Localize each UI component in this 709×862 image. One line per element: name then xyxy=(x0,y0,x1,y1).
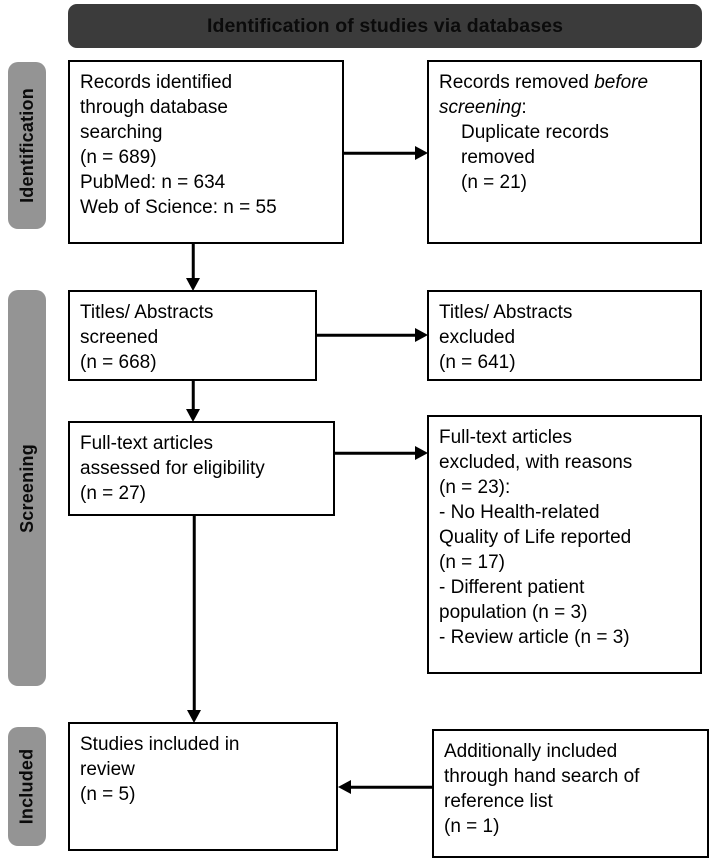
box-line: (n = 5) xyxy=(80,784,136,805)
stage-label-identification: Identification xyxy=(8,62,46,229)
box-line: Full-text articles xyxy=(439,427,573,448)
box-line: searching xyxy=(80,122,163,143)
box-line: Duplicate records xyxy=(461,122,609,143)
box-line: Web of Science: n = 55 xyxy=(80,197,277,218)
box-line: through database xyxy=(80,97,228,118)
arrow-head-icon xyxy=(415,328,428,342)
box-line: Studies included in xyxy=(80,734,240,755)
box-line: (n = 641) xyxy=(439,352,516,373)
box-line: (n = 17) xyxy=(439,552,506,573)
stage-label-identification-text: Identification xyxy=(16,88,37,203)
box-line: Records identified xyxy=(80,72,233,93)
box-records-removed-before-screening: Records removed before screening: Duplic… xyxy=(427,60,702,244)
arrow-head-icon xyxy=(187,710,201,723)
box-line: - Review article (n = 3) xyxy=(439,627,630,648)
arrow-right-screened-to-excluded xyxy=(317,322,428,348)
box-line: through hand search of xyxy=(444,766,640,787)
arrow-shaft xyxy=(191,381,195,413)
arrow-right-identified-to-removed xyxy=(344,140,428,166)
box-line: Quality of Life reported xyxy=(439,527,632,548)
box-line: (n = 27) xyxy=(80,483,147,504)
arrow-head-icon xyxy=(186,278,200,291)
box-line-emphasis: screening xyxy=(439,97,522,118)
arrow-head-icon xyxy=(415,146,428,160)
box-line-text: : xyxy=(521,97,527,118)
arrow-head-icon xyxy=(338,780,351,794)
box-line: - No Health-related xyxy=(439,502,600,523)
arrow-down-identified-to-screened xyxy=(182,243,204,291)
box-line-emphasis: before xyxy=(594,72,649,93)
box-line: population (n = 3) xyxy=(439,602,588,623)
box-line: (n = 689) xyxy=(80,147,157,168)
box-line: Titles/ Abstracts xyxy=(439,302,573,323)
arrow-shaft xyxy=(192,515,196,714)
arrow-shaft xyxy=(348,785,433,789)
stage-label-included-text: Included xyxy=(16,748,37,825)
box-line: (n = 23): xyxy=(439,477,511,498)
box-titles-abstracts-screened: Titles/ Abstracts screened (n = 668) xyxy=(68,290,317,381)
box-line: (n = 668) xyxy=(80,352,157,373)
box-line-text: Records removed xyxy=(439,72,595,93)
box-line: Additionally included xyxy=(444,741,618,762)
box-records-identified: Records identified through database sear… xyxy=(68,60,344,244)
box-line: assessed for eligibility xyxy=(80,458,265,479)
box-line: review xyxy=(80,759,135,780)
stage-label-screening-text: Screening xyxy=(16,443,37,533)
arrow-left-handsearch-to-included xyxy=(338,774,433,800)
stage-label-screening: Screening xyxy=(8,290,46,686)
arrow-down-screened-to-assessed xyxy=(182,381,204,422)
box-studies-included-in-review: Studies included in review (n = 5) xyxy=(68,722,338,851)
arrow-down-assessed-to-included xyxy=(183,515,205,723)
box-line: Titles/ Abstracts xyxy=(80,302,214,323)
box-line: Records removed before xyxy=(439,70,690,95)
box-line: (n = 21) xyxy=(461,172,528,193)
box-line: removed xyxy=(461,147,535,168)
box-fulltext-articles-assessed: Full-text articles assessed for eligibil… xyxy=(68,421,335,516)
arrow-right-assessed-to-excluded xyxy=(335,440,428,466)
box-line: screened xyxy=(80,327,159,348)
box-line: - Different patient xyxy=(439,577,585,598)
box-line: excluded, with reasons xyxy=(439,452,633,473)
box-line: reference list xyxy=(444,791,553,812)
arrow-shaft xyxy=(335,451,418,455)
arrow-shaft xyxy=(344,151,418,155)
box-fulltext-articles-excluded: Full-text articles excluded, with reason… xyxy=(427,415,702,674)
box-additionally-included-hand-search: Additionally included through hand searc… xyxy=(432,729,709,858)
box-line: screening: xyxy=(439,95,690,120)
diagram-title: Identification of studies via databases xyxy=(206,14,564,37)
arrow-head-icon xyxy=(186,409,200,422)
stage-label-included: Included xyxy=(8,727,46,846)
arrow-shaft xyxy=(191,243,195,282)
box-line: excluded xyxy=(439,327,516,348)
box-line: PubMed: n = 634 xyxy=(80,172,226,193)
diagram-header-banner: Identification of studies via databases xyxy=(68,4,702,48)
arrow-head-icon xyxy=(415,446,428,460)
box-line: Full-text articles xyxy=(80,433,214,454)
box-titles-abstracts-excluded: Titles/ Abstracts excluded (n = 641) xyxy=(427,290,702,381)
arrow-shaft xyxy=(317,333,418,337)
box-line: (n = 1) xyxy=(444,816,500,837)
